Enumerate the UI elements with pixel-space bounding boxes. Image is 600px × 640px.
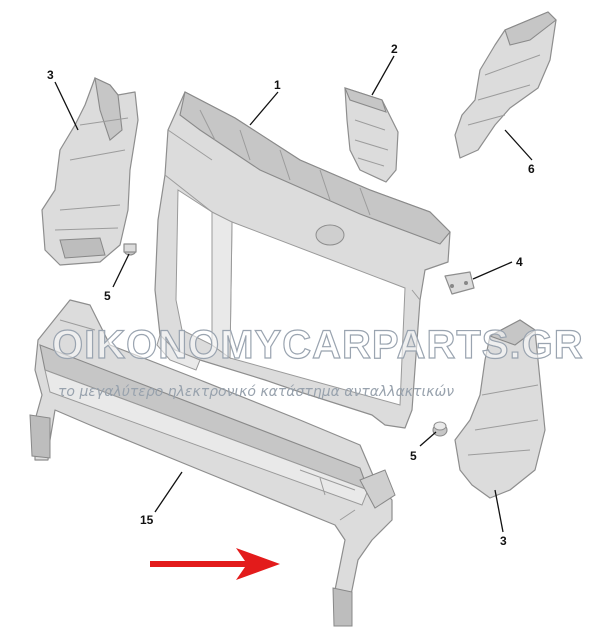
watermark-brand: OIKONOMYCARPARTS.GR <box>52 323 584 367</box>
callout-3-right: 3 <box>500 534 507 548</box>
watermark-tagline: το μεγαλύτερο ηλεκτρονικό κατάστημα αντα… <box>58 384 454 400</box>
callout-15: 15 <box>140 513 154 527</box>
callout-2: 2 <box>391 42 398 56</box>
leader-lines <box>54 55 533 533</box>
callout-3-left: 3 <box>47 68 54 82</box>
part-1-front-panel <box>154 91 451 429</box>
part-3-right-bracket <box>454 319 546 499</box>
direction-arrow-icon <box>150 548 280 580</box>
callout-1: 1 <box>274 78 281 92</box>
part-5-right-bushing <box>432 421 448 437</box>
callout-6: 6 <box>528 162 535 176</box>
part-6-right-bracket <box>454 11 557 159</box>
part-3-left-bracket <box>41 77 139 266</box>
callout-5-left: 5 <box>104 289 111 303</box>
part-5-left-bushing <box>123 243 137 256</box>
part-2-bracket <box>344 87 399 183</box>
callout-4: 4 <box>516 255 523 269</box>
callout-5-right: 5 <box>410 449 417 463</box>
part-15-bumper-beam <box>29 299 396 627</box>
part-4-clip <box>444 271 475 295</box>
